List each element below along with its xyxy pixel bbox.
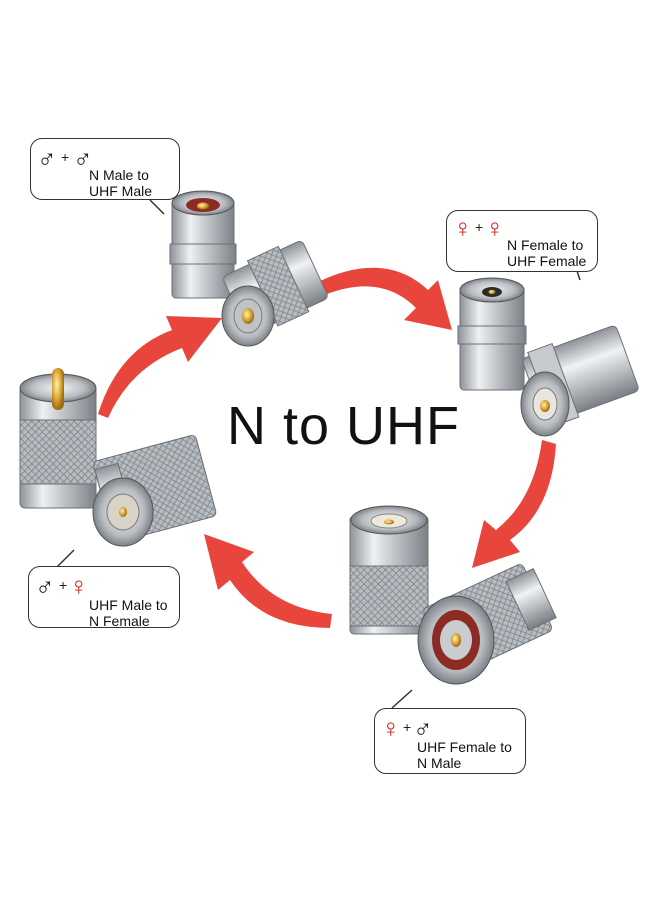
callout-n-female-to-uhf-female: ♀ + ♀ N Female to UHF Female [446, 210, 598, 272]
callout-label-line2: UHF Female [507, 253, 587, 269]
female-symbol-icon: ♀ [453, 213, 473, 243]
arrow-bottom-icon [204, 534, 332, 628]
callout-label-line1: UHF Female to [417, 739, 512, 755]
connector-n-female-uhf-female [457, 277, 639, 437]
male-symbol-icon: ♂ [37, 143, 57, 173]
connector-n-male-uhf-male [169, 190, 328, 347]
connector-uhf-female-n-male [349, 505, 557, 685]
male-symbol-icon: ♂ [73, 143, 93, 173]
connector-uhf-male-n-female [19, 368, 217, 547]
male-symbol-icon: ♂ [413, 713, 433, 743]
male-symbol-icon: ♂ [35, 571, 55, 601]
callout-label-line1: N Male to [89, 167, 149, 183]
arrow-left-icon [98, 316, 222, 418]
female-symbol-icon: ♀ [69, 571, 89, 601]
plus-sign: + [61, 149, 70, 165]
female-symbol-icon: ♀ [485, 213, 505, 243]
arrow-top-icon [318, 267, 452, 330]
main-title: N to UHF [227, 396, 461, 456]
cycle-arrows [98, 267, 556, 628]
callout-label-line2: N Male [417, 755, 462, 771]
callout-label-line1: UHF Male to [89, 597, 168, 613]
callout-label-line2: UHF Male [89, 183, 153, 199]
callout-label-line2: N Female [89, 613, 150, 629]
callout-n-male-to-uhf-male: ♂ + ♂ N Male to UHF Male [30, 138, 180, 200]
plus-sign: + [59, 577, 68, 593]
arrow-right-icon [472, 440, 556, 568]
female-symbol-icon: ♀ [381, 713, 401, 743]
callout-uhf-male-to-n-female: ♂ + ♀ UHF Male to N Female [28, 566, 180, 629]
plus-sign: + [403, 719, 412, 735]
callout-pointers [55, 199, 581, 709]
plus-sign: + [475, 219, 484, 235]
callout-uhf-female-to-n-male: ♀ + ♂ UHF Female to N Male [374, 708, 526, 774]
callout-label-line1: N Female to [507, 237, 584, 253]
